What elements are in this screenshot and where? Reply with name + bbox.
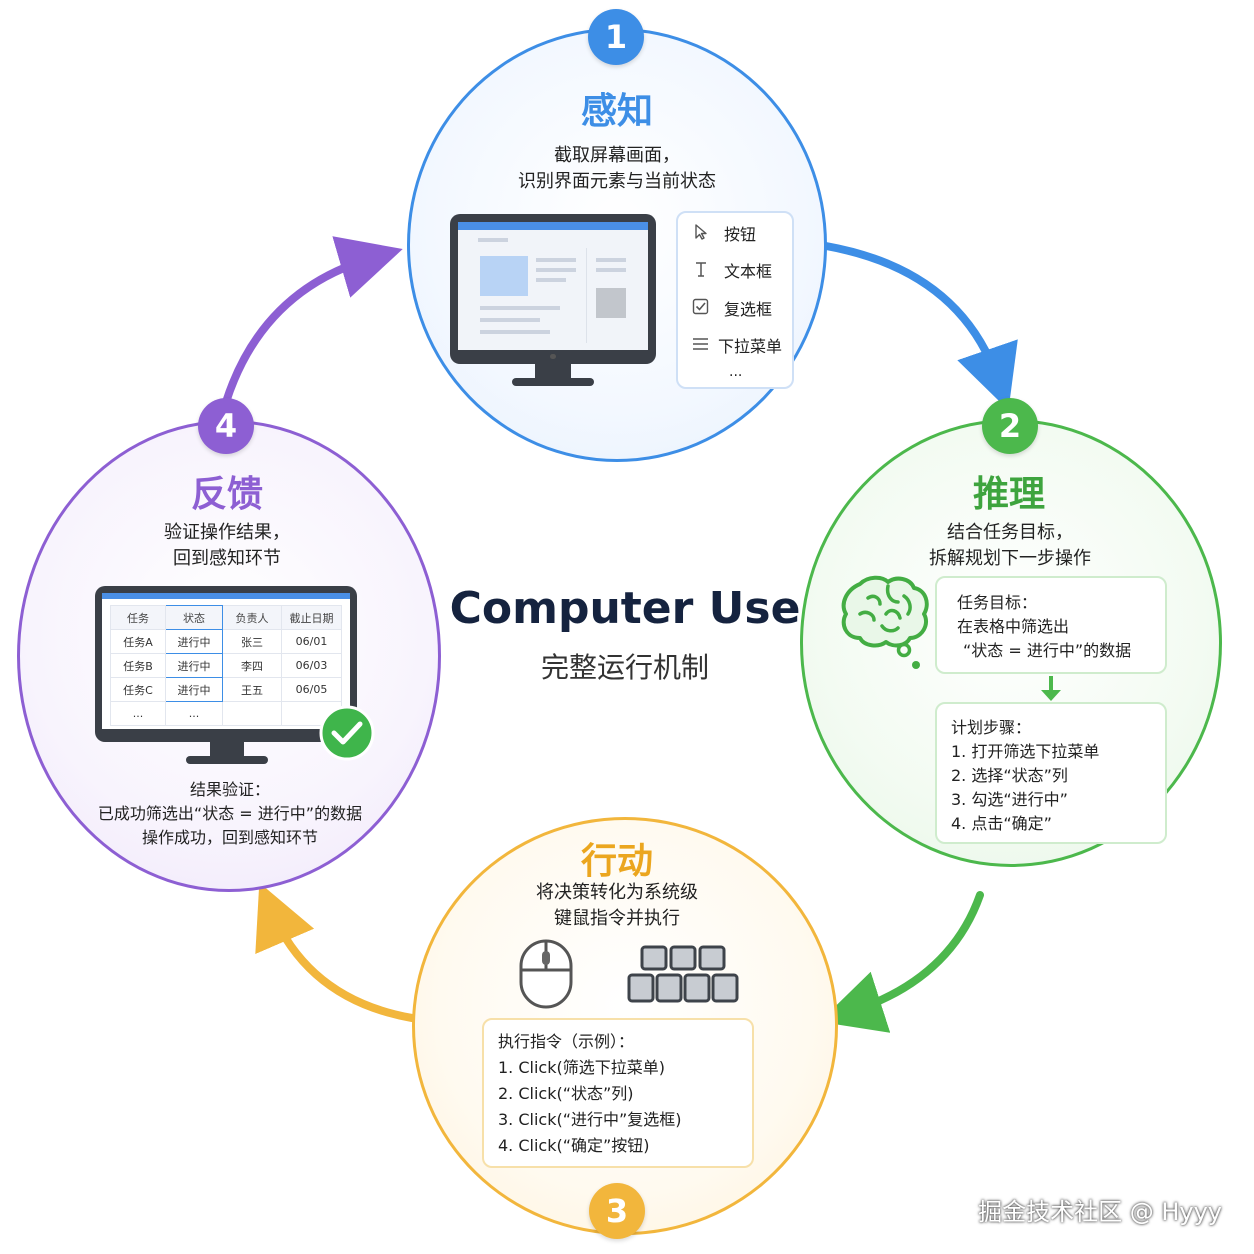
result-verification: 结果验证： 已成功筛选出“状态 = 进行中”的数据 操作成功，回到感知环节 (70, 778, 390, 850)
table-cell: 06/05 (281, 677, 342, 702)
ui-elements-more: ... (729, 364, 743, 380)
watermark: 掘金技术社区 @ Hyyy (978, 1198, 1222, 1226)
table-cell: 任务B (110, 653, 166, 678)
table-cell: 进行中 (165, 677, 223, 702)
monitor-base (186, 756, 268, 764)
ui-element-button-label: 按钮 (724, 225, 757, 244)
ui-element-checkbox-label: 复选框 (724, 300, 773, 319)
step-1-title: 感知 (580, 91, 653, 132)
table-cell: 张三 (222, 629, 282, 654)
center-subtitle: 完整运行机制 (540, 651, 709, 684)
result-screen: 任务 状态 负责人 截止日期 任务A 进行中 张三 06/01 任务B 进行中 … (102, 593, 350, 729)
table-cell: 进行中 (165, 629, 223, 654)
step-2-desc: 结合任务目标， 拆解规划下一步操作 (860, 520, 1160, 572)
step-3-desc: 将决策转化为系统级 键鼠指令并执行 (467, 880, 767, 932)
down-arrow-icon (1041, 676, 1061, 701)
text-cursor-icon (696, 262, 706, 277)
step-2-desc-line-1: 结合任务目标， (947, 522, 1073, 543)
step-1-desc-line-1: 截取屏幕画面， (554, 145, 680, 166)
step-3-title: 行动 (580, 841, 653, 882)
step-4-badge: 4 (198, 398, 254, 454)
table-header-cell: 任务 (110, 605, 166, 630)
table-cell: 06/01 (281, 629, 342, 654)
task-goal-line-2: “状态 = 进行中”的数据 (963, 641, 1132, 660)
checkbox-icon (692, 298, 709, 315)
mouse-icon (519, 939, 573, 1009)
cursor-icon (695, 224, 707, 240)
brain-icon (841, 575, 929, 669)
table-cell (222, 701, 282, 726)
arrow-4-to-1 (222, 236, 403, 406)
command-1: 1. Click(筛选下拉菜单) (498, 1058, 665, 1077)
task-goal-heading: 任务目标： (957, 593, 1038, 612)
step-2-desc-line-2: 拆解规划下一步操作 (929, 548, 1091, 569)
task-goal-panel: 任务目标： 在表格中筛选出 “状态 = 进行中”的数据 (935, 576, 1167, 674)
table-cell: 任务C (110, 677, 166, 702)
plan-step-1: 1. 打开筛选下拉菜单 (951, 742, 1100, 761)
monitor-screen (458, 222, 648, 350)
plan-step-2: 2. 选择“状态”列 (951, 766, 1068, 785)
step-3-badge: 3 (589, 1183, 645, 1239)
step-4-desc-line-2: 回到感知环节 (173, 548, 281, 569)
table-cell: 06/03 (281, 653, 342, 678)
step-2-badge: 2 (982, 398, 1038, 454)
result-line-2: 操作成功，回到感知环节 (141, 828, 318, 847)
task-goal-line-1: 在表格中筛选出 (957, 617, 1070, 636)
result-heading: 结果验证： (189, 780, 270, 799)
table-header-cell: 负责人 (222, 605, 282, 630)
menu-icon (693, 338, 708, 350)
table-row: 任务B 进行中 李四 06/03 (110, 653, 342, 678)
arrow-3-to-4 (255, 882, 416, 1022)
step-1-badge: 1 (588, 9, 644, 65)
table-cell: ... (165, 701, 223, 726)
step-1-desc-line-2: 识别界面元素与当前状态 (518, 171, 716, 192)
table-header-cell: 截止日期 (281, 605, 342, 630)
ui-element-textbox-label: 文本框 (724, 262, 773, 281)
step-1-desc: 截取屏幕画面， 识别界面元素与当前状态 (457, 143, 777, 195)
monitor-stand (535, 364, 571, 378)
step-2-title: 推理 (972, 474, 1045, 515)
arrow-1-to-2 (822, 242, 1018, 411)
command-3: 3. Click(“进行中”复选框) (498, 1110, 682, 1129)
step-3-desc-line-2: 键鼠指令并执行 (554, 908, 680, 929)
table-row: ... ... (110, 701, 342, 726)
result-table: 任务 状态 负责人 截止日期 任务A 进行中 张三 06/01 任务B 进行中 … (110, 605, 342, 726)
monitor-stand (210, 742, 244, 756)
step-4-desc: 验证操作结果， 回到感知环节 (77, 520, 377, 572)
table-header-row: 任务 状态 负责人 截止日期 (110, 605, 342, 630)
commands-heading: 执行指令（示例）： (498, 1032, 635, 1051)
table-row: 任务C 进行中 王五 06/05 (110, 677, 342, 702)
commands-panel: 执行指令（示例）： 1. Click(筛选下拉菜单) 2. Click(“状态”… (482, 1018, 754, 1168)
step-4-desc-line-1: 验证操作结果， (164, 522, 290, 543)
command-2: 2. Click(“状态”列) (498, 1084, 634, 1103)
check-circle-icon (319, 705, 375, 761)
table-cell: 王五 (222, 677, 282, 702)
table-cell: 进行中 (165, 653, 223, 678)
table-cell: ... (110, 701, 166, 726)
result-line-1: 已成功筛选出“状态 = 进行中”的数据 (97, 804, 363, 823)
table-cell: 任务A (110, 629, 166, 654)
plan-steps-panel: 计划步骤： 1. 打开筛选下拉菜单 2. 选择“状态”列 3. 勾选“进行中” … (935, 702, 1167, 844)
command-4: 4. Click(“确定”按钮) (498, 1136, 650, 1155)
step-3-desc-line-1: 将决策转化为系统级 (536, 882, 698, 903)
table-row: 任务A 进行中 张三 06/01 (110, 629, 342, 654)
table-cell: 李四 (222, 653, 282, 678)
plan-step-3: 3. 勾选“进行中” (951, 790, 1068, 809)
table-header-cell-status: 状态 (165, 605, 223, 630)
monitor-base (512, 378, 594, 386)
step-1-monitor (450, 214, 656, 364)
plan-steps-heading: 计划步骤： (951, 718, 1032, 737)
step-4-monitor: 任务 状态 负责人 截止日期 任务A 进行中 张三 06/01 任务B 进行中 … (95, 586, 357, 742)
center-title: Computer Use (449, 583, 801, 634)
plan-step-4: 4. 点击“确定” (951, 814, 1052, 833)
arrow-2-to-3 (819, 891, 984, 1033)
step-4-title: 反馈 (190, 474, 263, 515)
keyboard-icon (627, 945, 739, 1003)
ui-element-dropdown-label: 下拉菜单 (718, 337, 783, 356)
